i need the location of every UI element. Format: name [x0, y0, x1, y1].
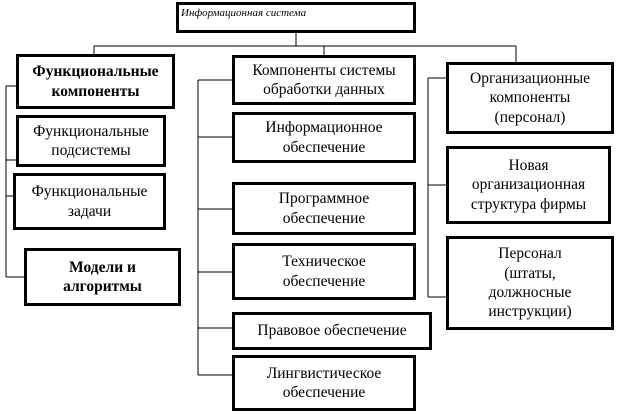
functional-item-3: Модели и алгоритмы [24, 248, 181, 306]
processing-item-5: Лингвистическое обеспечение [232, 355, 416, 411]
processing-item-1-label: Информационное обеспечение [265, 119, 383, 156]
organizational-item-2-label: Персонал (штаты, должносные инструкции) [488, 245, 572, 321]
root-label: Информационная система [181, 7, 307, 19]
functional-header-label: Функциональные компоненты [32, 63, 159, 100]
functional-item-2: Функциональные задачи [13, 173, 166, 230]
functional-item-1-label: Функциональные подсистемы [33, 122, 149, 159]
processing-item-1: Информационное обеспечение [232, 112, 416, 163]
organizational-item-2: Персонал (штаты, должносные инструкции) [446, 236, 614, 330]
organizational-item-1: Новая организационная структура фирмы [446, 146, 611, 224]
processing-item-5-label: Лингвистическое обеспечение [266, 364, 382, 401]
processing-header-label: Компоненты системы обработки данных [252, 61, 396, 98]
processing-item-2-label: Программное обеспечение [278, 190, 370, 227]
processing-item-4-label: Правовое обеспечение [257, 322, 407, 340]
functional-item-2-label: Функциональные задачи [31, 183, 148, 220]
processing-item-3-label: Техническое обеспечение [282, 253, 366, 290]
functional-header-box: Функциональные компоненты [16, 54, 175, 109]
processing-header-box: Компоненты системы обработки данных [232, 55, 416, 105]
processing-item-3: Техническое обеспечение [232, 243, 416, 300]
organizational-header-box: Организационные компоненты (персонал) [446, 62, 614, 134]
processing-item-4: Правовое обеспечение [232, 312, 432, 350]
processing-item-2: Программное обеспечение [232, 182, 416, 235]
functional-item-3-label: Модели и алгоритмы [63, 258, 142, 295]
root-box: Информационная система [176, 2, 416, 33]
functional-item-1: Функциональные подсистемы [16, 115, 166, 167]
organizational-header-label: Организационные компоненты (персонал) [470, 69, 590, 126]
organizational-item-1-label: Новая организационная структура фирмы [470, 156, 587, 213]
